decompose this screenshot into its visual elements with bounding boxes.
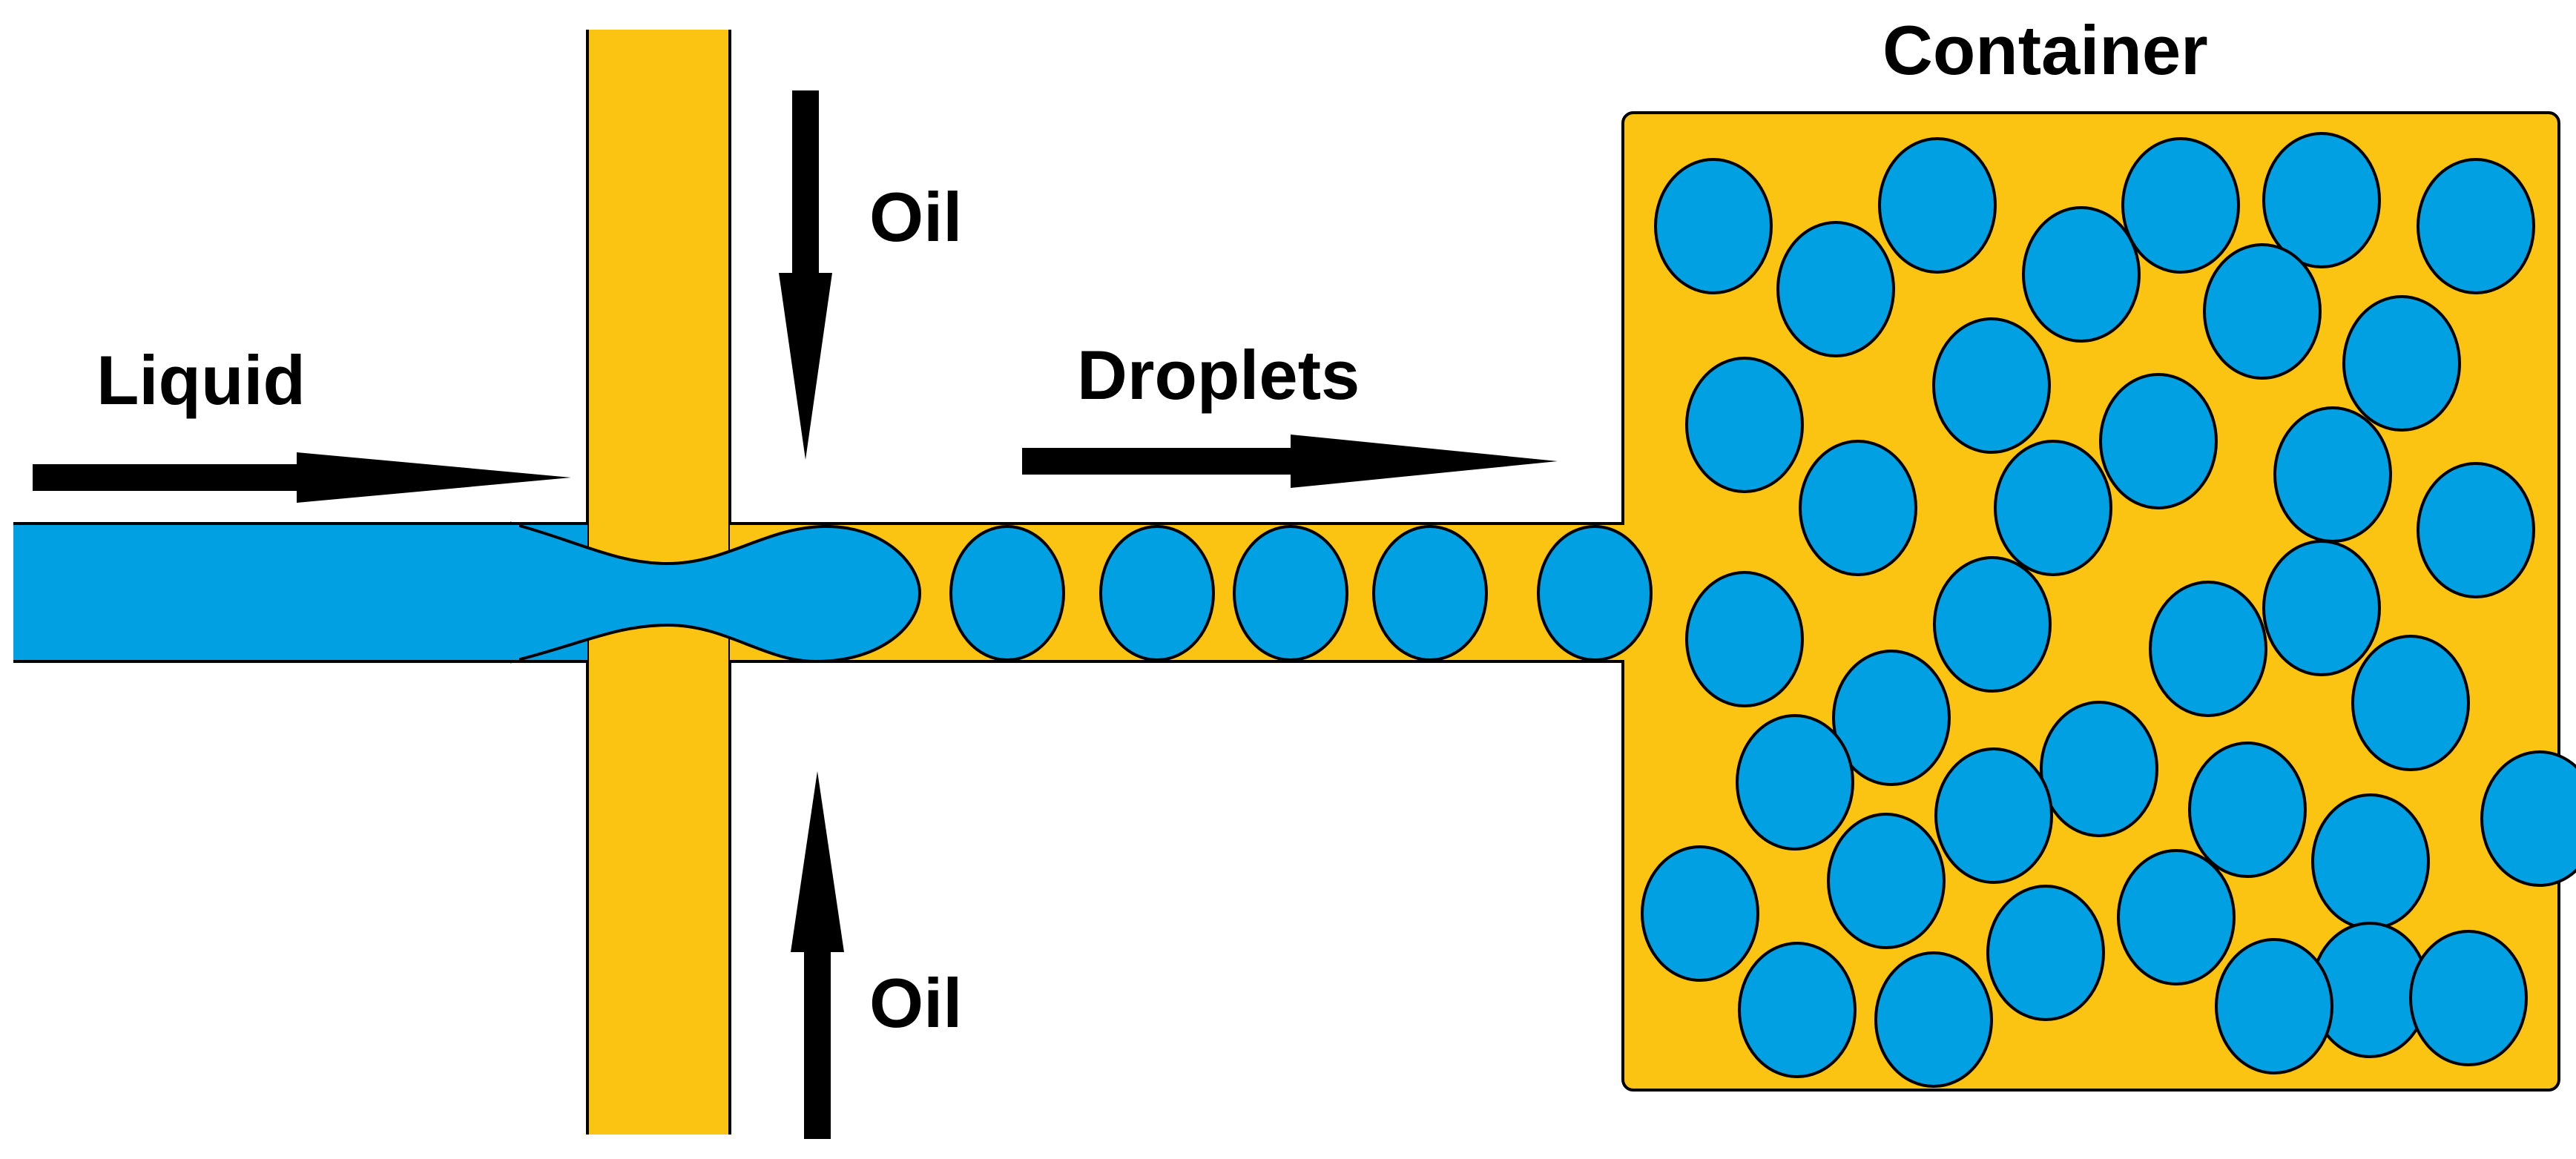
droplet xyxy=(1832,650,1951,786)
droplet xyxy=(1372,525,1488,661)
droplet xyxy=(1986,885,2105,1021)
liquid-label: Liquid xyxy=(96,341,306,419)
droplet xyxy=(1776,221,1895,357)
droplet xyxy=(2351,635,2470,771)
oil-bottom-label: Oil xyxy=(869,964,962,1042)
droplet xyxy=(2215,938,2333,1074)
droplet xyxy=(1799,440,1917,576)
droplet xyxy=(2480,750,2576,887)
droplet xyxy=(1878,137,1997,274)
droplet xyxy=(1994,440,2112,576)
droplet xyxy=(949,525,1065,661)
droplet xyxy=(2121,137,2240,274)
droplet xyxy=(2099,373,2218,509)
droplet xyxy=(2417,158,2535,294)
droplet xyxy=(2409,930,2528,1066)
droplet xyxy=(1654,158,1773,294)
droplet xyxy=(2273,406,2392,543)
droplet xyxy=(1233,525,1348,661)
droplet xyxy=(2262,132,2381,268)
liquid-inlet-channel xyxy=(13,524,587,661)
droplet xyxy=(2149,581,2267,717)
droplet xyxy=(2342,295,2461,432)
droplet xyxy=(1685,357,1804,493)
droplet xyxy=(1099,525,1215,661)
droplet xyxy=(2040,701,2158,837)
droplet xyxy=(2188,742,2307,878)
droplet xyxy=(1932,317,2051,454)
droplet xyxy=(2117,849,2236,985)
container-label: Container xyxy=(1882,11,2208,89)
droplets-label: Droplets xyxy=(1077,336,1360,414)
droplets-flow-arrow xyxy=(1022,435,1558,488)
container-droplets xyxy=(1641,132,2576,1088)
droplet xyxy=(1874,951,1993,1088)
oil-top-label: Oil xyxy=(869,178,962,256)
droplet xyxy=(2022,206,2141,343)
droplet xyxy=(2417,462,2535,598)
pinch-join-cover xyxy=(504,525,519,660)
droplet xyxy=(1641,845,1759,982)
oil-top-arrow xyxy=(779,90,832,460)
liquid-flow-arrow xyxy=(33,452,571,503)
droplet xyxy=(2262,540,2381,676)
droplet xyxy=(1738,942,1857,1078)
droplet xyxy=(2311,793,2430,930)
droplet xyxy=(2203,243,2322,380)
channel-droplets xyxy=(949,525,1653,661)
droplet xyxy=(1685,571,1804,707)
droplet xyxy=(1736,714,1854,851)
liquid-pinch-thread xyxy=(510,521,922,664)
oil-bottom-arrow xyxy=(791,771,844,1139)
droplet xyxy=(1934,747,2053,884)
droplet xyxy=(1827,813,1946,949)
droplet xyxy=(1933,556,2052,693)
droplet xyxy=(1537,525,1653,661)
